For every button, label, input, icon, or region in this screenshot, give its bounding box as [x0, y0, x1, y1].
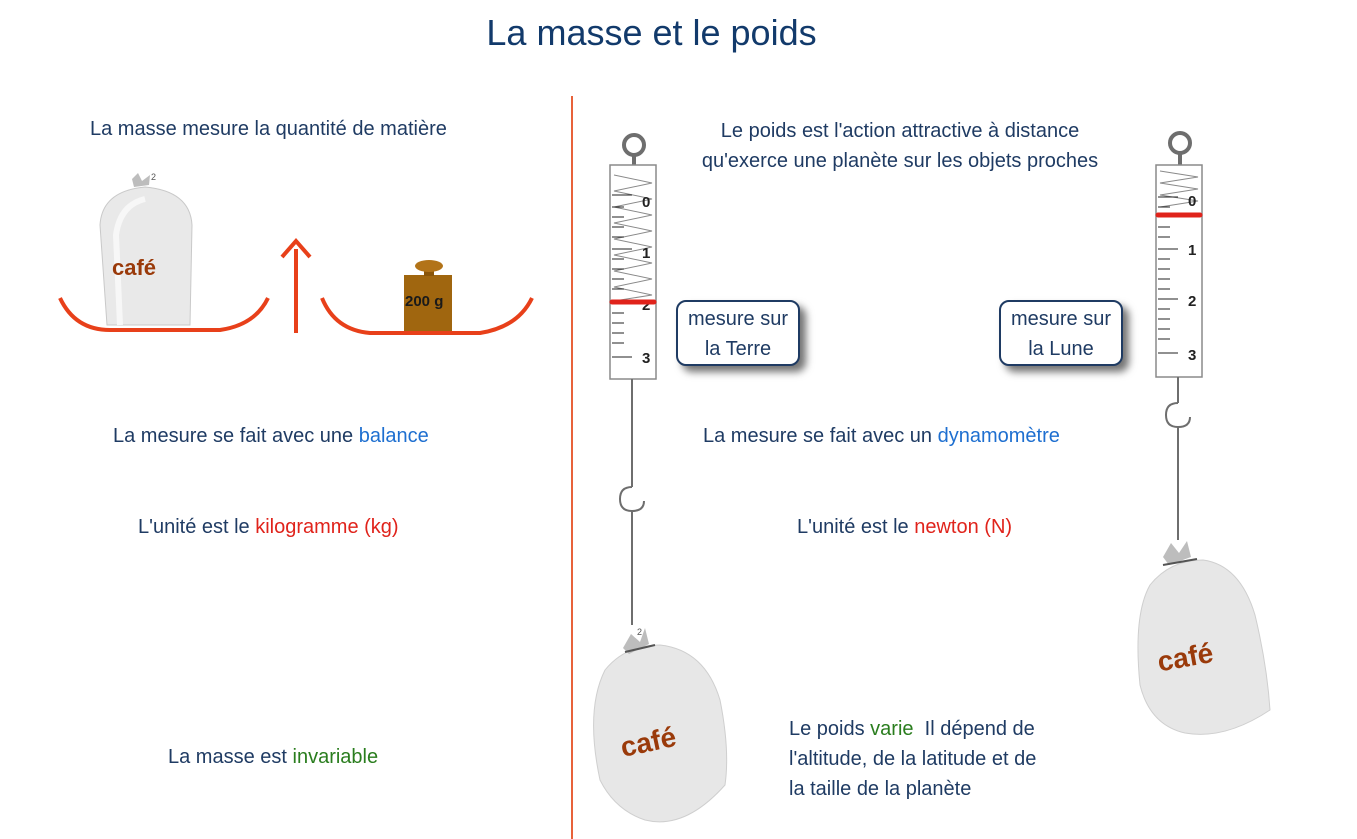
up-arrow-icon — [280, 237, 312, 333]
dynamometer-sentence: La mesure se fait avec un dynamomètre — [703, 425, 1060, 447]
coffee-bag-moon-icon: café — [1137, 541, 1271, 735]
newton-sentence: L'unité est le newton (N) — [797, 516, 1013, 538]
svg-text:2: 2 — [637, 627, 642, 637]
newton-term: newton (N) — [914, 516, 1013, 538]
scale-label-2-moon: 2 — [1188, 293, 1196, 310]
kilogram-sentence: L'unité est le kilogramme (kg) — [138, 516, 399, 538]
callout-earth: mesure sur la Terre — [676, 300, 800, 366]
scale-label-1-moon: 1 — [1188, 242, 1196, 259]
left-pan — [58, 297, 270, 332]
weight-varies-paragraph: Le poids varie Il dépend de l'altitude, … — [789, 718, 1037, 800]
page-title: La masse et le poids — [486, 12, 817, 53]
weight-definition: Le poids est l'action attractive à dista… — [701, 120, 1099, 172]
scale-label-1-earth: 1 — [642, 245, 650, 262]
kilogram-term: kilogramme (kg) — [255, 516, 399, 538]
left-bag-label: café — [112, 255, 156, 280]
balance-sentence: La mesure se fait avec une balance — [113, 425, 429, 447]
scale-label-2-earth: 2 — [642, 297, 650, 314]
dynamometer-term: dynamomètre — [937, 425, 1060, 447]
scale-label-3-earth: 3 — [642, 350, 650, 367]
scale-label-3-moon: 3 — [1188, 347, 1196, 364]
svg-text:2: 2 — [151, 172, 156, 182]
right-pan — [320, 297, 534, 335]
invariable-term: invariable — [292, 746, 379, 768]
dynamometer-earth: 0 1 2 3 — [609, 133, 657, 625]
varies-term: varie — [870, 718, 914, 740]
scale-label-0-moon: 0 — [1188, 193, 1196, 210]
balance-term: balance — [358, 425, 429, 447]
callout-moon: mesure sur la Lune — [999, 300, 1123, 366]
coffee-bag-icon: 2 café — [99, 172, 193, 326]
dynamometer-moon: 0 1 2 3 — [1155, 131, 1203, 540]
balance-illustration: 2 café 200 g — [58, 172, 534, 335]
invariable-sentence: La masse est invariable — [168, 746, 379, 768]
center-divider — [571, 96, 573, 839]
mass-definition: La masse mesure la quantité de matière — [90, 118, 447, 140]
weight-icon: 200 g — [404, 260, 452, 333]
weight-label: 200 g — [405, 293, 443, 310]
scale-label-0-earth: 0 — [642, 194, 650, 211]
coffee-bag-earth-icon: 2 café — [593, 627, 728, 823]
